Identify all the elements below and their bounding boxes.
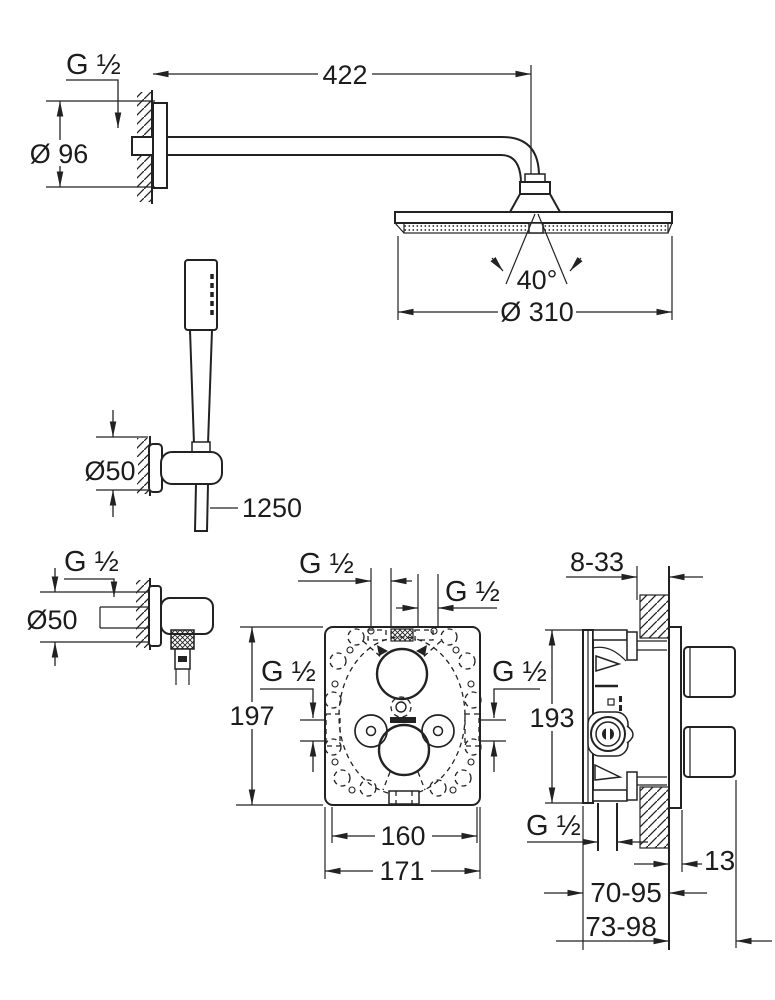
mixer-side-view: 8-33 (526, 547, 772, 950)
bottom-mounting-bracket (626, 771, 638, 801)
hose-nut-knurled (170, 629, 195, 650)
upper-handle (683, 646, 736, 698)
wall-hatch-lower (639, 786, 670, 849)
dim-plate-height: 197 (229, 701, 274, 731)
head-shower-view: 422 G ½ Ø 96 40° Ø 310 (30, 49, 673, 327)
wall-union-view: G ½ Ø50 (26, 546, 214, 685)
rosette-profile (668, 626, 682, 809)
thermostat-cartridge (375, 647, 429, 701)
hose-stub (175, 669, 190, 685)
dim-holder-diameter: Ø50 (84, 456, 135, 486)
dim-arm-length: 422 (322, 60, 367, 90)
wall-hatch-upper (639, 594, 670, 639)
dim-spray-angle: 40° (517, 265, 558, 295)
wall-hatch (137, 438, 150, 494)
thread-label-outlet: G ½ (526, 810, 581, 842)
indicator-mark (607, 698, 615, 706)
arm-thread-nipple (131, 136, 154, 156)
wall-hatch (136, 580, 150, 648)
mixer-front-view: G ½ G ½ G ½ G ½ (226, 548, 547, 886)
left-handwheel (354, 714, 388, 748)
valve-spindle (590, 716, 626, 752)
spindle-bump (626, 725, 634, 744)
right-handwheel (421, 714, 455, 748)
thread-label-arm: G ½ (66, 49, 121, 81)
dim-flange-diameter: Ø 96 (30, 139, 89, 169)
thread-label-right: G ½ (492, 656, 547, 688)
rough-in-cover-plate (324, 626, 481, 806)
thread-label-left: G ½ (261, 656, 316, 688)
hand-shower-handle (188, 329, 214, 445)
union-body (160, 597, 214, 635)
screw-holes (331, 627, 475, 794)
shower-hose (193, 483, 210, 532)
screw-bosses (324, 628, 482, 797)
head-ball-joint (508, 193, 562, 213)
dim-outer-width: 171 (379, 856, 424, 886)
dim-rosette-projection: 13 (704, 845, 735, 876)
arm-washer (524, 173, 546, 183)
arm-wall-flange (152, 102, 168, 189)
arm-nut (519, 181, 551, 195)
dim-head-diameter: Ø 310 (500, 297, 574, 327)
dim-inner-width: 160 (380, 821, 425, 851)
volume-control (377, 723, 431, 777)
thread-label-top-left: G ½ (299, 548, 354, 580)
union-wall-flange (148, 585, 162, 647)
dim-union-diameter: Ø50 (26, 605, 77, 635)
bottom-outlet-pipe (597, 803, 618, 851)
shower-holder (160, 451, 223, 485)
lower-handle (683, 726, 736, 778)
clip-detail-top (595, 654, 622, 673)
body-top-flange (592, 629, 628, 641)
bottom-port (388, 790, 420, 805)
hose-fitting-mark (178, 656, 187, 662)
thread-label-top-right: G ½ (445, 576, 500, 608)
hand-shower-view: Ø50 1250 (84, 259, 302, 532)
body-bottom-flange (592, 789, 628, 802)
dim-mounting-height: 193 (529, 703, 574, 733)
right-port (464, 713, 480, 747)
flow-arrow-right (416, 645, 427, 656)
dim-depth-wall: 70-95 (590, 877, 662, 908)
union-thread-nipple (99, 606, 150, 629)
handle-connector (191, 441, 211, 453)
stop-bar (390, 717, 416, 723)
top-port-fitting (390, 628, 414, 642)
dim-hose-length: 1250 (242, 493, 302, 523)
shower-arm (167, 136, 540, 184)
thread-label-union: G ½ (64, 546, 119, 578)
clip-detail-bottom (594, 763, 623, 781)
flow-arrow-left (377, 645, 388, 656)
top-mounting-bracket (626, 631, 638, 661)
dim-plaster-depth: 8-33 (570, 547, 624, 577)
dim-depth-handle: 73-98 (585, 911, 657, 942)
